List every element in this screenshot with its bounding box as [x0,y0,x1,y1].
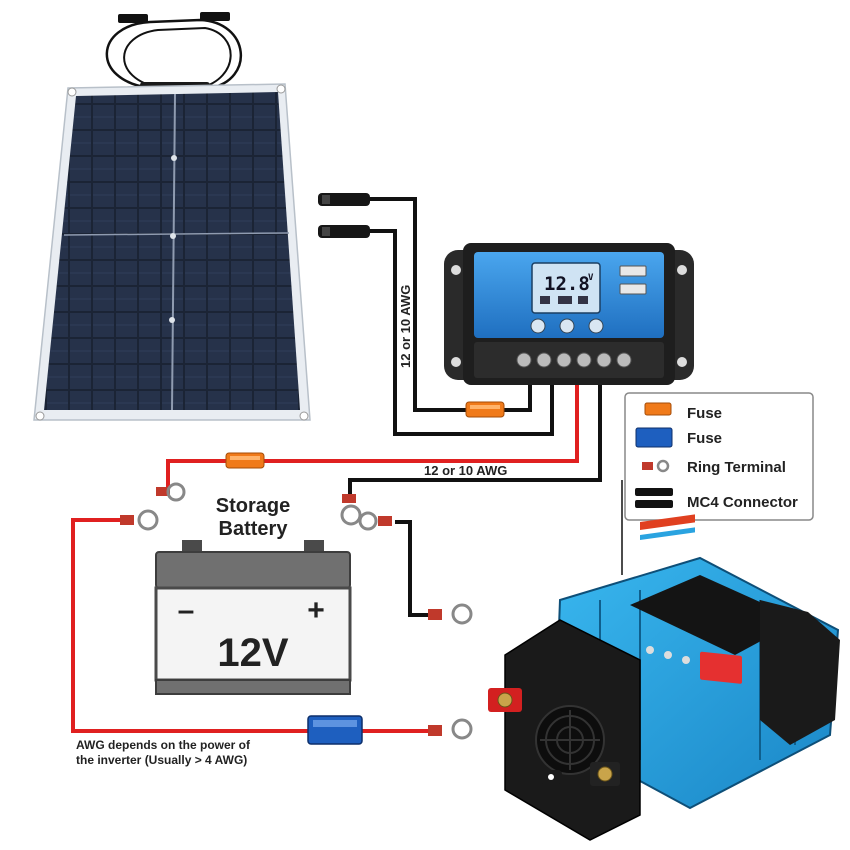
mc4-connector-icon [635,488,673,508]
svg-text:Ring Terminal: Ring Terminal [687,459,786,476]
panel-wire-b [370,229,554,436]
controller-display-value: 12.8 [544,273,590,295]
panel-cells [44,92,300,410]
panel-mount-hole [67,87,77,97]
battery-title-line1: Storage [216,495,290,517]
controller-terminals [516,352,632,368]
inverter-positive-terminal [488,688,522,712]
controller-button-middle[interactable] [559,318,575,334]
panel-mc4-plug-left [118,14,148,23]
mc4-connector-bottom [318,225,370,238]
legend-box [624,392,814,521]
panel-wire-a [370,197,532,412]
ring-terminal [156,482,186,502]
battery-base [155,679,351,695]
battery-voltage-label: 12V [217,631,288,675]
inverter-wire-note-line2: the inverter (Usually > 4 AWG) [76,753,247,767]
panel-mount-hole [299,411,309,421]
horizontal-wire-gauge-label: 12 or 10 AWG [424,463,507,478]
controller-button-left[interactable] [530,318,546,334]
charge-controller: 12.8 V [444,243,694,385]
vertical-wire-gauge-label: 12 or 10 AWG [398,285,413,368]
power-inverter [488,514,840,841]
svg-text:Fuse: Fuse [687,430,722,447]
blue-fuse-inverter-wire [307,715,363,745]
storage-battery: Storage Battery – + 12V [154,495,352,695]
orange-fuse-battery-wire [225,452,265,469]
battery-case [154,586,352,682]
inverter-wire-note-line1: AWG depends on the power of [76,738,251,752]
legend: Fuse Fuse Ring Terminal MC4 Connector [624,392,814,521]
panel-mc4-plug-right [200,12,230,21]
panel-mount-hole [35,411,45,421]
legend-item-mc4-connector: MC4 Connector [635,488,798,511]
battery-to-inverter-positive-wire [71,518,310,733]
solar-panel [33,12,311,421]
mc4-connector-top [318,193,370,206]
battery-negative-symbol: – [178,594,195,627]
orange-fuse-icon [644,402,672,416]
panel-cable-loop [105,18,243,90]
inverter-control-panel [630,575,800,655]
ring-terminal [358,511,392,531]
controller-to-battery-positive-wire [166,375,579,490]
controller-button-right[interactable] [588,318,604,334]
battery-negative-post [182,540,202,554]
legend-item-orange-fuse: Fuse [644,402,722,422]
ring-terminal [120,509,159,531]
usb-ports [619,265,647,295]
battery-lid [155,551,351,589]
inverter-rear-cap [760,600,840,745]
battery-title-line2: Battery [219,518,289,540]
legend-item-blue-fuse: Fuse [635,427,722,448]
inverter-negative-terminal [590,762,620,786]
controller-to-battery-negative-wire [348,375,602,498]
wires [71,197,623,733]
controller-display-unit: V [588,273,594,283]
mc4-connector-pair [318,193,370,238]
legend-item-ring-terminal: Ring Terminal [642,459,786,476]
orange-fuse-panel-wire [465,401,505,418]
svg-text:Fuse: Fuse [687,405,722,422]
blue-fuse-icon [635,427,673,448]
battery-to-inverter-negative-wire [395,520,430,617]
ring-terminal-icon [642,462,653,470]
panel-mount-hole [276,84,286,94]
battery-positive-post [304,540,324,554]
ring-terminal [428,603,473,625]
svg-text:MC4 Connector: MC4 Connector [687,494,798,511]
battery-positive-symbol: + [307,594,325,627]
inverter-display [700,651,742,684]
ring-terminal [340,494,362,526]
ring-terminal [428,718,473,740]
